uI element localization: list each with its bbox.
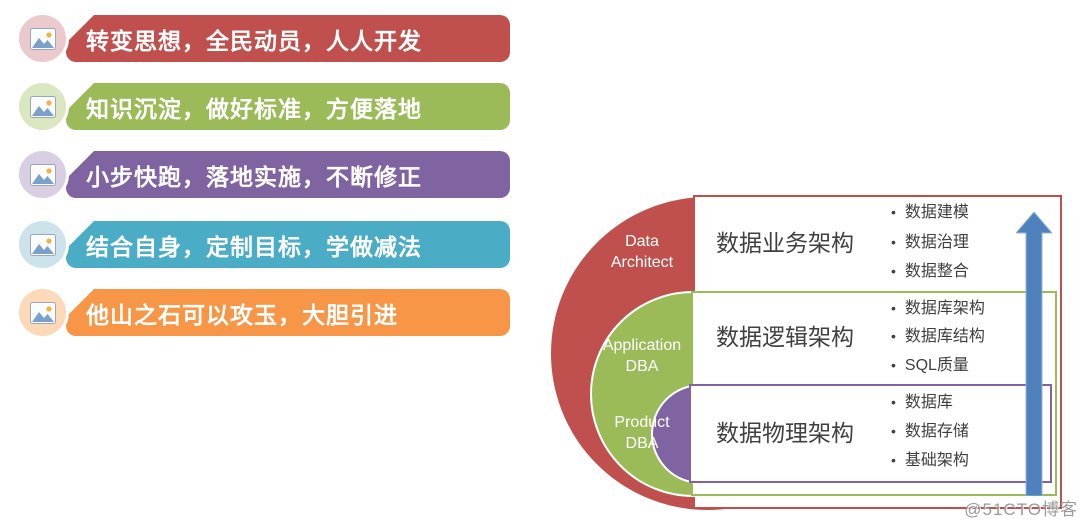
bullet-dot: • xyxy=(891,328,896,344)
bullet-dot: • xyxy=(891,204,896,220)
banner-bar-3: 小步快跑，落地实施，不断修正 xyxy=(66,151,510,198)
banner-text-4: 结合自身，定制目标，学做减法 xyxy=(86,233,422,260)
bullet-item: •基础架构 xyxy=(891,452,969,469)
up-arrow-icon xyxy=(1016,212,1052,496)
image-icon xyxy=(29,233,56,256)
banner-bar-1: 转变思想，全民动员，人人开发 xyxy=(66,15,510,62)
image-icon xyxy=(29,301,56,324)
layer-rect-physical xyxy=(689,384,1052,483)
row-title-business: 数据业务架构 xyxy=(716,230,854,256)
banner-badge-5 xyxy=(16,286,69,339)
row-title-logical: 数据逻辑架构 xyxy=(716,324,854,350)
banner-text-1: 转变思想，全民动员，人人开发 xyxy=(86,27,422,54)
bullet-dot: • xyxy=(891,300,896,316)
bullet-dot: • xyxy=(891,423,896,439)
bullet-item: •数据治理 xyxy=(891,234,969,251)
banner-corner-snip xyxy=(66,289,94,317)
image-icon xyxy=(29,27,56,50)
bullet-item: •数据整合 xyxy=(891,263,969,280)
bullet-item: •数据库 xyxy=(891,394,953,411)
banner-text-5: 他山之石可以攻玉，大胆引进 xyxy=(86,301,398,328)
image-icon xyxy=(29,163,56,186)
banner-bar-5: 他山之石可以攻玉，大胆引进 xyxy=(66,289,510,336)
bullet-item: •数据存储 xyxy=(891,423,969,440)
bullet-dot: • xyxy=(891,234,896,250)
bullet-item: •数据库架构 xyxy=(891,300,985,317)
banner-corner-snip xyxy=(66,15,94,43)
banner-badge-3 xyxy=(16,148,69,201)
banner-badge-2 xyxy=(16,80,69,133)
image-icon xyxy=(29,95,56,118)
watermark: @51CTO博客 xyxy=(964,500,1078,519)
banner-badge-4 xyxy=(16,218,69,271)
bullet-item: •SQL质量 xyxy=(891,357,969,374)
bullet-dot: • xyxy=(891,394,896,410)
banner-bar-2: 知识沉淀，做好标准，方便落地 xyxy=(66,83,510,130)
row-title-physical: 数据物理架构 xyxy=(716,420,854,446)
banner-corner-snip xyxy=(66,151,94,179)
banner-corner-snip xyxy=(66,83,94,111)
bullet-dot: • xyxy=(891,263,896,279)
banner-text-2: 知识沉淀，做好标准，方便落地 xyxy=(86,95,422,122)
bullet-dot: • xyxy=(891,357,896,373)
banner-badge-1 xyxy=(16,12,69,65)
bullet-item: •数据库结构 xyxy=(891,328,985,345)
bullet-dot: • xyxy=(891,452,896,468)
banner-text-3: 小步快跑，落地实施，不断修正 xyxy=(86,163,422,190)
bullet-item: •数据建模 xyxy=(891,204,969,221)
banner-corner-snip xyxy=(66,221,94,249)
banner-bar-4: 结合自身，定制目标，学做减法 xyxy=(66,221,510,268)
